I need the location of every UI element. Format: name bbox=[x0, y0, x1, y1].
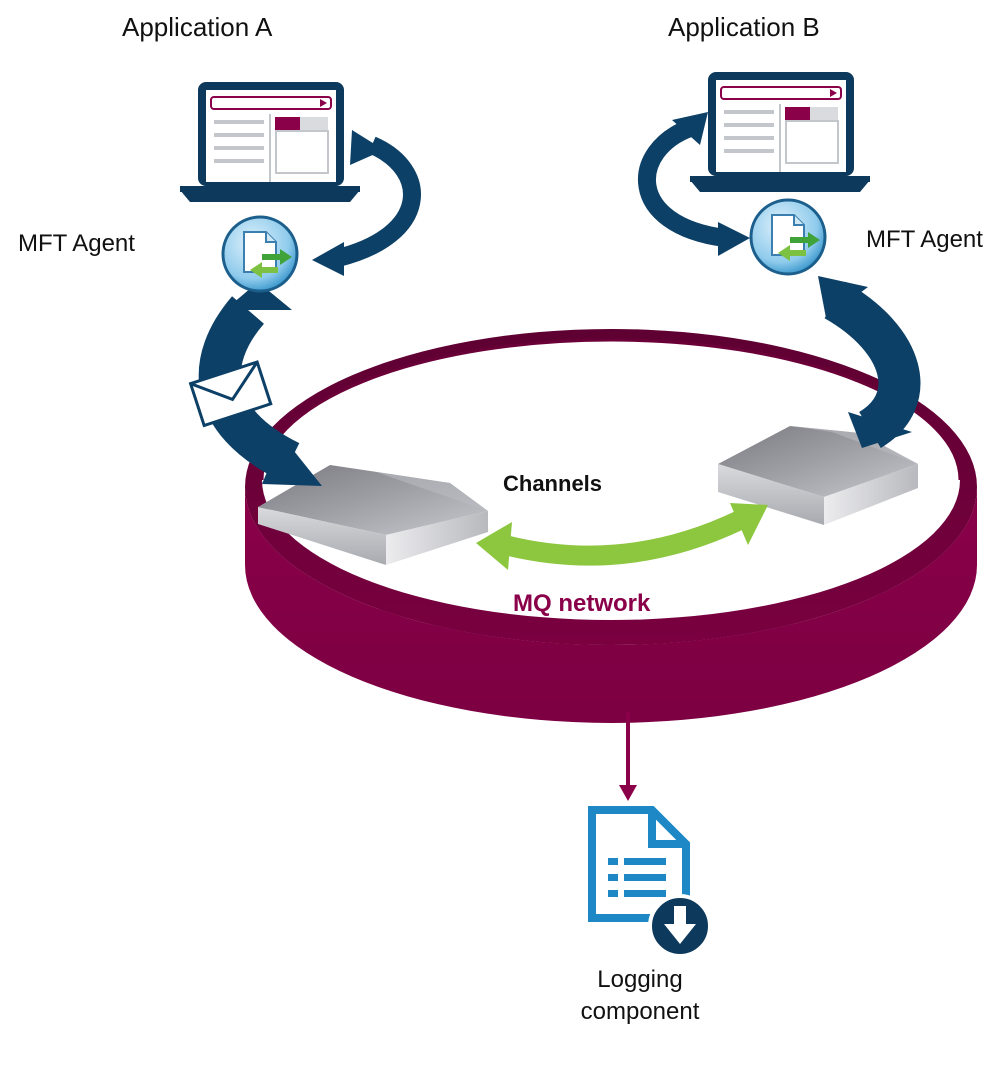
mft-agent-a-label: MFT Agent bbox=[18, 230, 135, 257]
arrow-laptop-b-agent-b bbox=[638, 112, 750, 256]
logging-label-line-2: component bbox=[580, 998, 700, 1025]
log-document-icon bbox=[588, 806, 690, 922]
laptop-icon bbox=[690, 72, 870, 192]
mft-agent-icon bbox=[221, 215, 299, 293]
arrow-laptop-a-agent-a bbox=[312, 130, 421, 276]
channels-label: Channels bbox=[503, 471, 603, 496]
queue-manager-box-icon bbox=[718, 426, 918, 525]
laptop-icon bbox=[180, 82, 360, 202]
envelope-icon bbox=[188, 360, 273, 428]
download-arrow-icon bbox=[648, 894, 712, 958]
arrow-qm-b-to-agent-b bbox=[818, 276, 921, 448]
ring-inner-lip bbox=[260, 338, 962, 481]
logging-component-label: Logging component bbox=[575, 964, 705, 1028]
ring-band bbox=[245, 487, 977, 723]
mq-network-ring bbox=[244, 328, 978, 723]
mq-network-label: MQ network bbox=[513, 590, 651, 617]
logging-connector bbox=[619, 712, 637, 801]
logging-label-line-1: Logging bbox=[597, 966, 683, 993]
mft-agent-b-label: MFT Agent bbox=[866, 226, 983, 253]
application-a-label: Application A bbox=[122, 12, 273, 42]
application-b-label: Application B bbox=[668, 12, 820, 42]
mft-agent-icon bbox=[749, 198, 827, 276]
channel-arrow bbox=[476, 503, 768, 570]
